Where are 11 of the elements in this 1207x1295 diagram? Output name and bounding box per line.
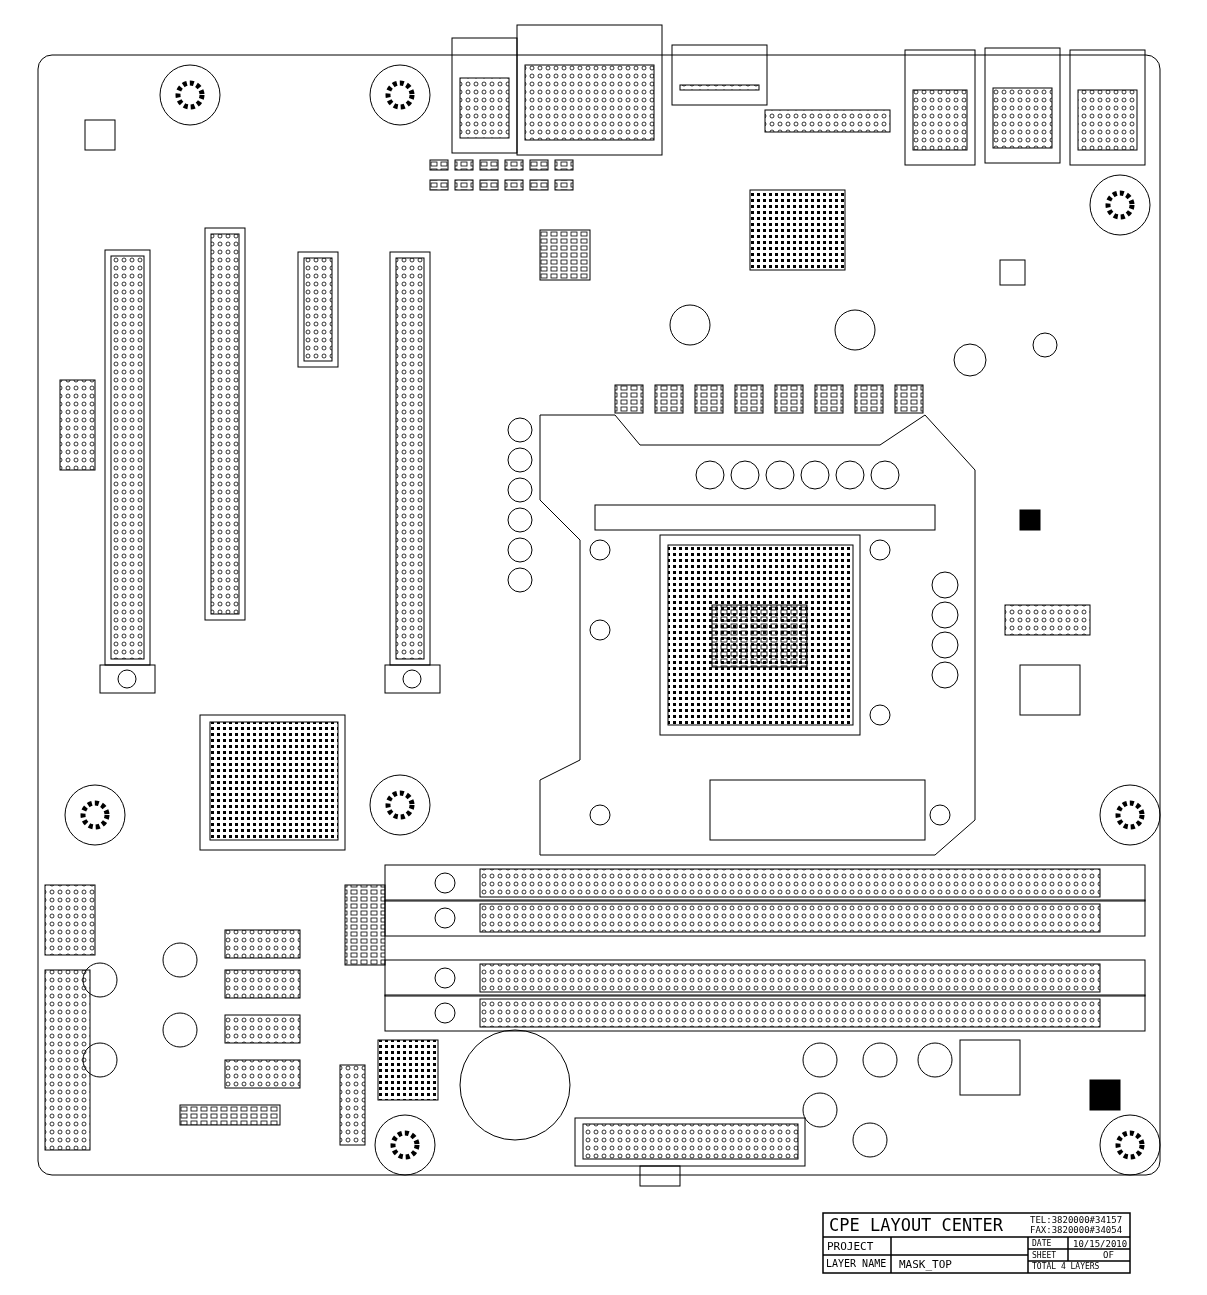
fax-number: FAX:3820000#34054 <box>1030 1226 1123 1235</box>
field-label: PROJECT <box>827 1241 874 1252</box>
field-note: TOTAL 4 LAYERS <box>1032 1263 1100 1271</box>
field-label: SHEET <box>1032 1252 1057 1260</box>
field-label: LAYER NAME <box>826 1259 887 1269</box>
field-value: OF <box>1103 1251 1114 1260</box>
field-value: MASK_TOP <box>899 1259 952 1270</box>
field-value: 10/15/2010 <box>1073 1240 1128 1249</box>
layout-center-heading: CPE LAYOUT CENTER <box>829 1217 1003 1234</box>
phone-number: TEL:3820000#34157 <box>1030 1216 1123 1225</box>
field-label: DATE <box>1032 1240 1052 1248</box>
